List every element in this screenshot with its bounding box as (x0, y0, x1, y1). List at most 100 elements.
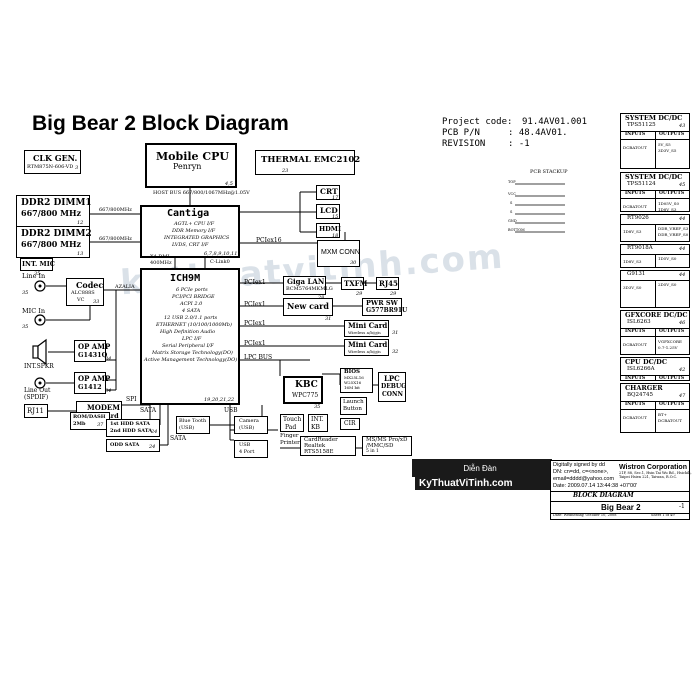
power-output: VGFXCORE 0.7-1.25V (658, 339, 682, 350)
revision: : -1 (508, 139, 530, 149)
signed-text: Digitally signed by dd (553, 462, 605, 468)
ich9m-line: Serial Peripheral I/F (162, 343, 214, 349)
power-chip: G9131 (627, 271, 646, 277)
dn-text: DN: cn=dd, c=<none>, (553, 469, 609, 475)
stackup-layer: S (510, 201, 513, 205)
line-in-label: Line In (22, 272, 46, 280)
int-mic-page: 35 (34, 271, 41, 277)
mini-card1-sub: Wireless a/b/g/n (348, 330, 381, 335)
mxm-page: 30 (350, 260, 357, 266)
ddr1-page: 12 (77, 220, 84, 226)
pciex1-label: PCIex1 (244, 340, 266, 347)
ich9m-line: Active Management Technology(DO) (144, 357, 238, 363)
power-column-head: INPUTS (625, 191, 646, 196)
stackup-layer: TOP (508, 180, 516, 184)
project-code: 91.4AV01.001 (522, 117, 588, 127)
ich9m-line: High Definition Audio (160, 329, 216, 335)
ich9m-line: 6 PCIe ports (176, 287, 208, 293)
mini-card1-block: Mini Card Wireless a/b/g/n (344, 320, 389, 337)
codec-block: Codec ALC888S VC 33 (66, 278, 104, 306)
lpc-debug-title: LPC (384, 374, 400, 383)
power-page: 43 (679, 123, 686, 129)
power-chip: TPS51125 (627, 122, 656, 128)
pwr-sw-part: G577BR91U (366, 307, 408, 314)
pciex1-label: PCIex1 (244, 301, 266, 308)
new-card-page: 31 (325, 316, 332, 322)
forum-label: Diễn Đàn (463, 463, 497, 473)
ddr2-title: DDR2 DIMM2 (21, 229, 92, 239)
power-page: 44 (679, 216, 686, 222)
mini-card2-title: Mini Card (348, 340, 388, 349)
email-text: email=dddd@yahoo.com (553, 476, 615, 482)
rj11-block: RJ11 (24, 404, 48, 418)
power-column-head: OUTPUTS (659, 402, 685, 407)
power-chip: RT9018A (627, 245, 653, 251)
int-mic-title: INT. MIC (22, 260, 55, 268)
hdd-title: 1st HDD SATA (110, 421, 151, 427)
int-kb-title: INT. (311, 416, 324, 423)
forum-site: KyThuatViTinh.com (419, 478, 513, 489)
new-card-title: New card (287, 301, 329, 311)
cardreader-part: RTS5158E (304, 449, 334, 455)
doc-date: Date: Wednesday, October 10, 2008 (553, 513, 617, 517)
power-page: 42 (679, 367, 686, 373)
clk-gen-part: RTM875N-606-VD (27, 164, 74, 170)
giga-lan-block: Giga LAN BCM5764MKMLG (283, 276, 333, 295)
int-kb-block: INT. KB (308, 414, 328, 432)
line-in-page: 35 (22, 290, 29, 296)
hdmi-block: HDMI 18 (316, 223, 341, 239)
ich9m-title: ICH9M (170, 273, 201, 284)
lcd-block: LCD 15 (316, 204, 340, 220)
ich9m-page: 19,20,21,22 (204, 397, 235, 403)
clk-gen-block: CLK GEN. RTM875N-606-VD 3 (24, 150, 81, 174)
thermal-title: THERMAL EMC2102 (261, 155, 361, 165)
revision-label: REVISION (442, 139, 486, 149)
sign-date: Date: 2009.07.14 13:44:38 +07'00' (553, 483, 638, 489)
doc-title: BLOCK DIAGRAM (573, 492, 634, 499)
usb4-sub: 4 Port (239, 449, 255, 455)
cpu-page: 4,5 (225, 181, 233, 187)
power-chip: ISL6263 (627, 319, 651, 325)
power-section-title: GFXCORE DC/DC (625, 311, 688, 319)
giga-lan-title: Giga LAN (287, 277, 325, 286)
bios-block: BIOS MX25L16 W25X16 16M bit (340, 368, 373, 393)
stackup-layer: GND (508, 219, 517, 223)
power-section-title: CHARGER (625, 384, 663, 392)
power-input: DCBATOUT (623, 145, 647, 150)
bluetooth-sub: (USB) (179, 425, 195, 431)
power-chip: BQ24745 (627, 392, 654, 398)
kbc-part: WPC775 (292, 392, 319, 399)
mini-card2-page: 32 (392, 349, 399, 355)
project-code-label: Project code: (442, 117, 513, 127)
cantiga-line: INTEGRATED GRAPHICS (164, 235, 230, 241)
ich9m-line: Matrix Storage Technology(DO) (152, 350, 233, 356)
ddr-dimm2-block: DDR2 DIMM2 667/800 MHz 13 (16, 226, 92, 258)
clk-gen-title: CLK GEN. (33, 153, 78, 163)
stackup-layer: S (510, 210, 513, 214)
clk-gen-page: 3 (75, 165, 79, 171)
power-page: 45 (679, 182, 686, 188)
power-column-head: INPUTS (625, 132, 646, 137)
usb-4port-block: USB 4 Port (234, 440, 268, 458)
bluetooth-block: Blue Tooth (USB) (176, 416, 210, 434)
usb4-title: USB (239, 442, 251, 448)
pwr-sw-block: PWR SW G577BR91U (362, 298, 407, 316)
bios-line: MX25L16 (344, 375, 364, 380)
stackup-layer: VCC (508, 192, 516, 196)
codec-page: 33 (93, 299, 100, 305)
company-name: Wistron Corporation (619, 464, 687, 471)
azalia-label: AZALIA (115, 284, 135, 290)
codec-title: Codec (76, 280, 104, 290)
crt-page: 17 (332, 195, 339, 201)
pciex1-label: PCIex1 (244, 279, 266, 286)
hdd-block: 1st HDD SATA 2nd HDD SATA 24 (106, 419, 160, 437)
bios-title: BIOS (344, 369, 360, 375)
odd-title: ODD SATA (110, 442, 140, 448)
power-column-head: OUTPUTS (659, 329, 685, 334)
sata-label: SATA (140, 407, 157, 414)
op-amp2-title: OP AMP (78, 374, 111, 383)
host-bus-label: HOST BUS 667/800/1067MHz@1.05V (153, 190, 250, 196)
